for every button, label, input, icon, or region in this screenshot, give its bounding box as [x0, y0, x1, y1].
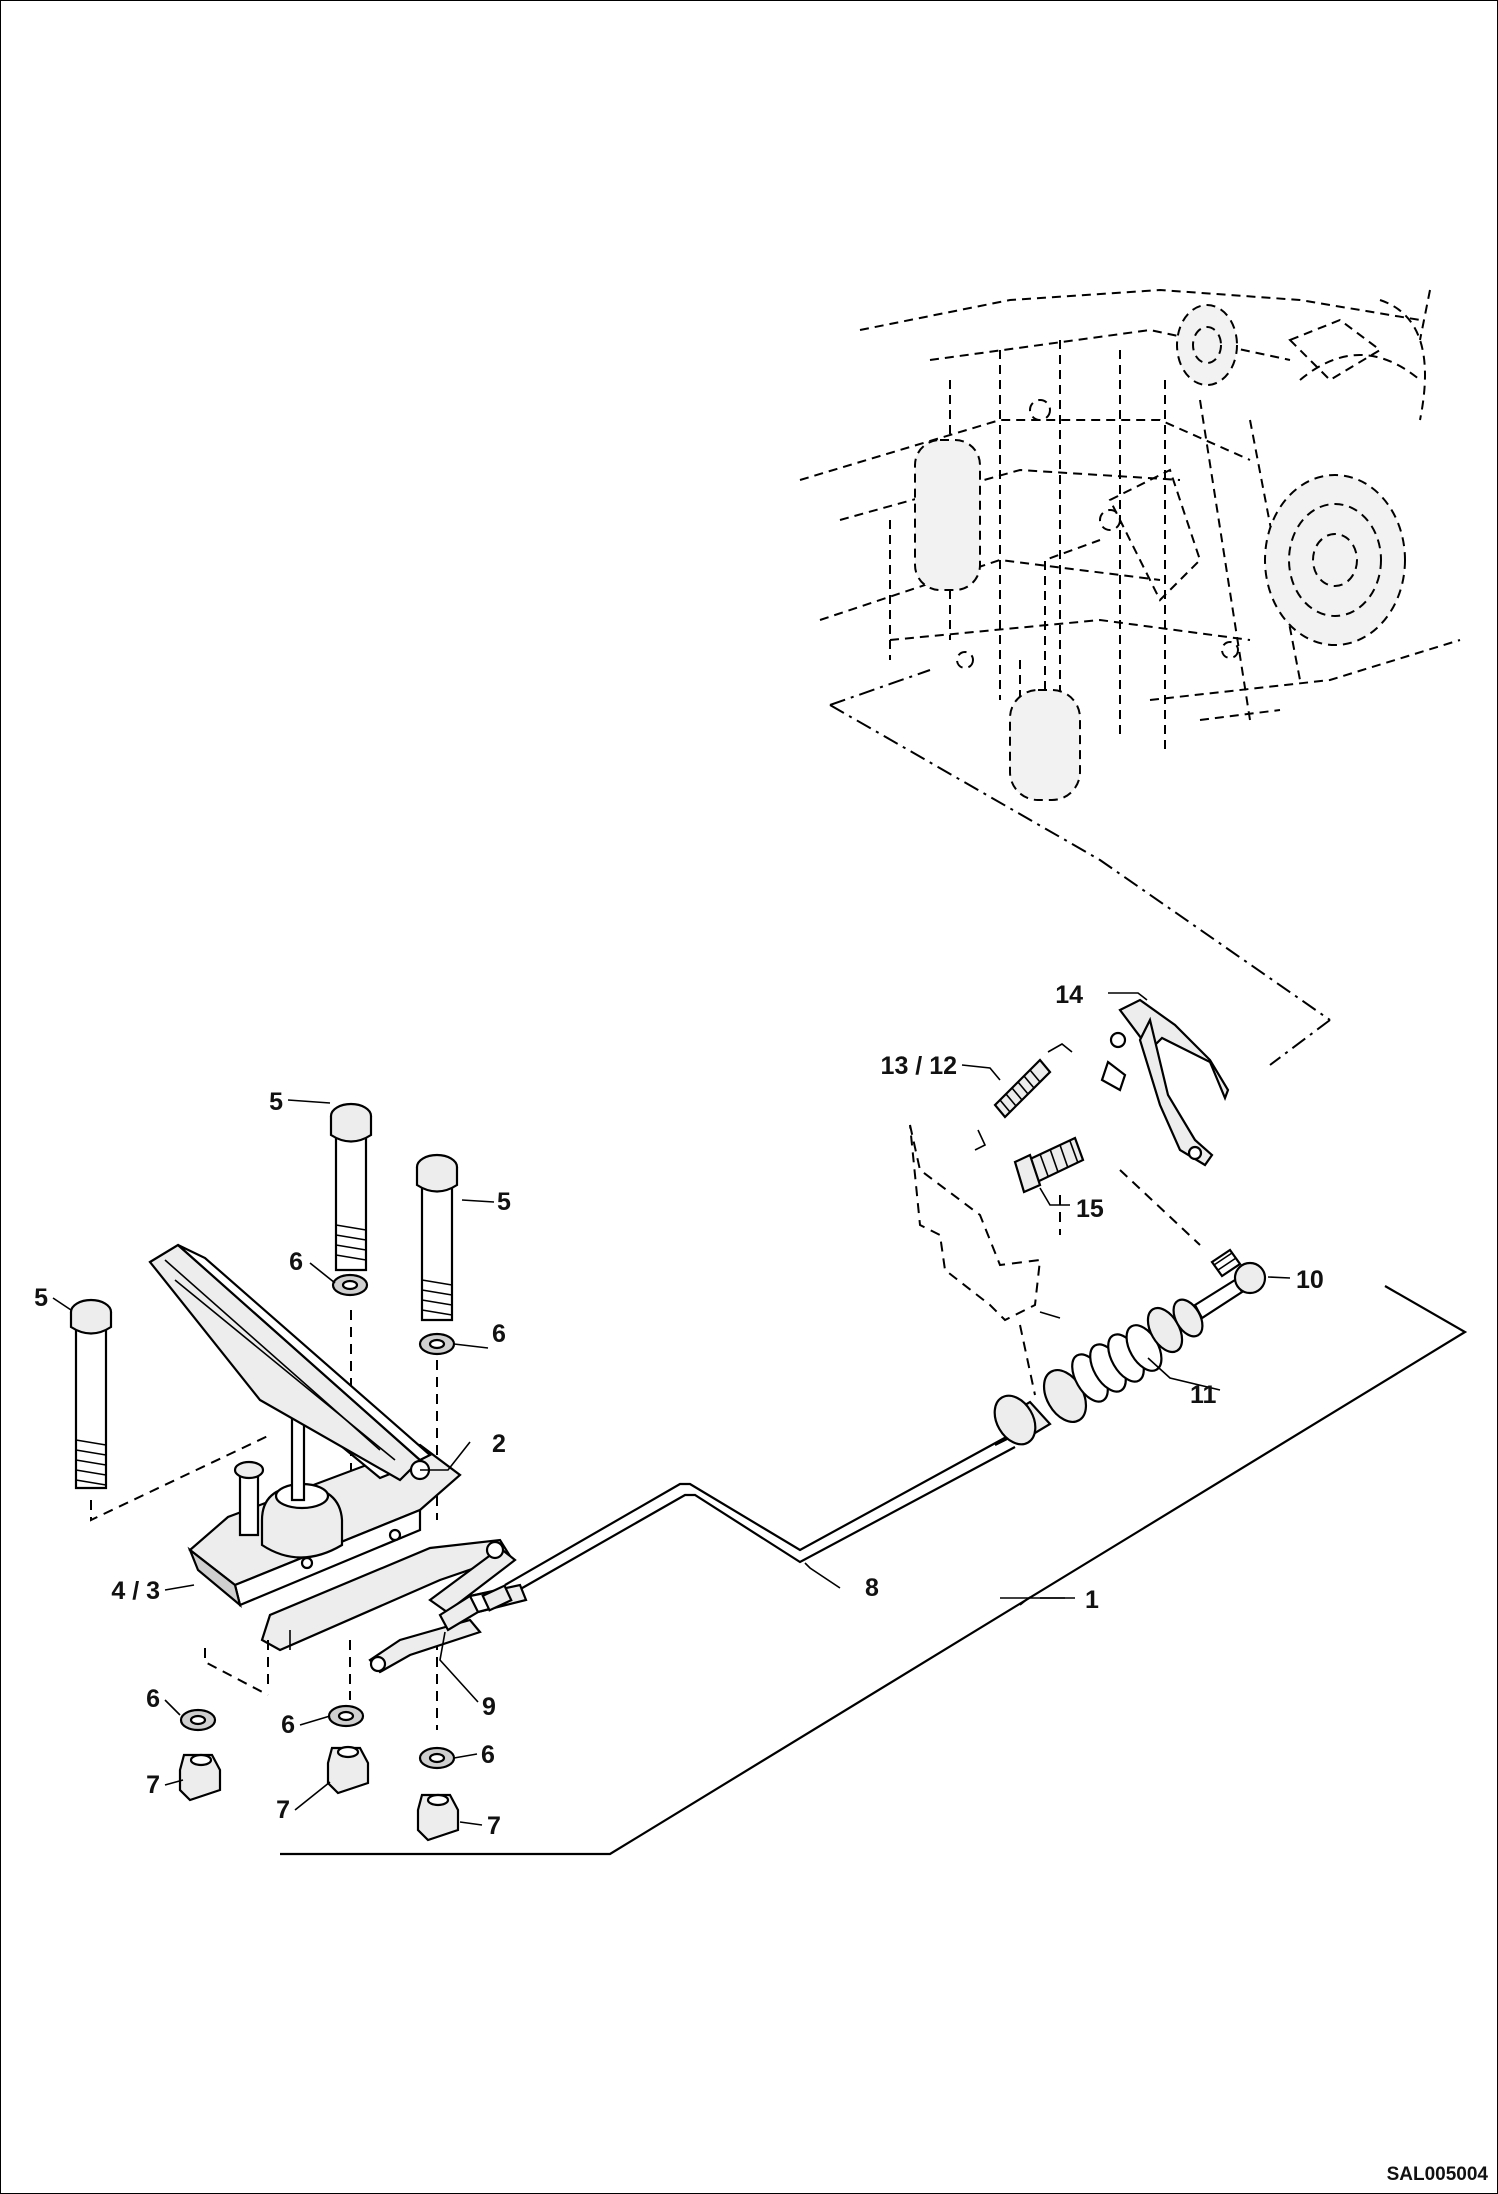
callout-13-12: 13 / 12 — [881, 1052, 957, 1080]
callout-6-top-b: 6 — [492, 1320, 506, 1348]
washer-6-top-b — [418, 1332, 456, 1356]
cable-end-11 — [993, 1278, 1244, 1446]
pedal-assembly — [148, 1243, 517, 1652]
callout-6-bottom-c: 6 — [481, 1741, 495, 1769]
lever-14 — [1100, 998, 1230, 1167]
callout-2: 2 — [492, 1430, 506, 1458]
callout-8: 8 — [865, 1574, 879, 1602]
nut-7-a — [178, 1753, 222, 1802]
clevis-9 — [368, 1583, 528, 1674]
washer-6-bottom-b — [327, 1704, 365, 1728]
callout-14: 14 — [1055, 981, 1083, 1009]
callout-5-left: 5 — [34, 1284, 48, 1312]
bolt-5-right — [415, 1153, 459, 1520]
callout-7-b: 7 — [276, 1796, 290, 1824]
washer-6-bottom-a — [179, 1708, 217, 1732]
bolt-5-left — [69, 1298, 271, 1522]
nut-7-b — [326, 1745, 370, 1795]
callout-7-c: 7 — [487, 1812, 501, 1840]
callout-5-right: 5 — [497, 1188, 511, 1216]
callout-6-bottom-a: 6 — [146, 1685, 160, 1713]
callout-1: 1 — [1085, 1586, 1099, 1614]
callout-labels: 1 2 4 / 3 5 5 5 6 6 6 6 6 7 7 7 8 9 10 1… — [34, 981, 1324, 1840]
callout-6-bottom-b: 6 — [281, 1711, 295, 1739]
callout-6-top-a: 6 — [289, 1248, 303, 1276]
bolt-5-center — [329, 1102, 373, 1520]
washer-6-bottom-c — [418, 1746, 456, 1770]
bolt-15 — [1013, 1136, 1085, 1194]
callout-5-center: 5 — [269, 1088, 283, 1116]
callout-10: 10 — [1296, 1266, 1324, 1294]
cable-8 — [504, 1434, 1016, 1596]
callout-11: 11 — [1190, 1381, 1217, 1409]
nut-7-c — [416, 1793, 460, 1842]
leader-lines — [52, 992, 1291, 1826]
ball-joint-10 — [1210, 1248, 1267, 1295]
callout-15: 15 — [1076, 1195, 1104, 1223]
washer-6-top-a — [331, 1273, 369, 1297]
drawing-reference-code: SAL005004 — [1387, 2164, 1489, 2185]
engine-phantom — [799, 288, 1461, 801]
callout-7-a: 7 — [146, 1771, 160, 1799]
spring-13-12 — [974, 1043, 1073, 1151]
callout-9: 9 — [482, 1693, 496, 1721]
callout-4-3: 4 / 3 — [111, 1577, 160, 1605]
